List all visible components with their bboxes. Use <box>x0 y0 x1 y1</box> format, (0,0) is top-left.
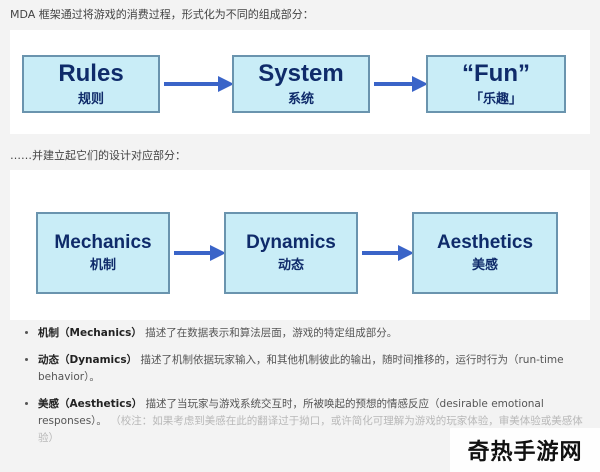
diagram-panel-top: Rules 规则 System 系统 “Fun” 「乐趣」 <box>10 30 590 134</box>
node-dynamics-label: Dynamics <box>246 232 336 253</box>
node-fun-sublabel: 「乐趣」 <box>469 91 522 107</box>
list-item-mechanics: 机制（Mechanics） 描述了在数据表示和算法层面，游戏的特定组成部分。 <box>38 325 598 342</box>
node-mechanics: Mechanics 机制 <box>36 212 170 294</box>
annotation-note: （校注：如果考虑到美感在此的翻译过于拗口，或许简化可理解为游戏的玩家体验，审美体… <box>38 415 583 444</box>
node-rules: Rules 规则 <box>22 55 160 113</box>
node-aesthetics-sublabel: 美感 <box>471 258 498 273</box>
definition-list: 机制（Mechanics） 描述了在数据表示和算法层面，游戏的特定组成部分。 动… <box>10 325 598 457</box>
node-system: System 系统 <box>232 55 370 113</box>
term-aesthetics: 美感（Aesthetics） <box>38 398 143 410</box>
definition-aesthetics: 描述了当玩家与游戏系统交互时，所被唤起的预想的情感反应（desirable em… <box>38 398 544 427</box>
node-mechanics-label: Mechanics <box>54 232 152 253</box>
diagram-panel-bottom: Mechanics 机制 Dynamics 动态 Aesthetics 美感 <box>10 170 590 320</box>
list-item-aesthetics: 美感（Aesthetics） 描述了当玩家与游戏系统交互时，所被唤起的预想的情感… <box>38 396 598 447</box>
node-aesthetics-label: Aesthetics <box>436 232 534 253</box>
arrow-mechanics-to-dynamics <box>174 245 226 261</box>
arrow-system-to-fun <box>374 76 428 92</box>
arrow-dynamics-to-aesthetics <box>362 245 414 261</box>
node-mechanics-sublabel: 机制 <box>89 258 116 273</box>
node-fun: “Fun” 「乐趣」 <box>426 55 566 113</box>
definition-mechanics: 描述了在数据表示和算法层面，游戏的特定组成部分。 <box>145 327 398 339</box>
term-dynamics: 动态（Dynamics） <box>38 354 138 366</box>
site-watermark: 奇热手游网 <box>450 428 600 472</box>
node-system-label: System <box>258 59 344 87</box>
node-dynamics-sublabel: 动态 <box>277 258 304 273</box>
node-rules-sublabel: 规则 <box>77 91 104 107</box>
term-mechanics: 机制（Mechanics） <box>38 327 142 339</box>
node-fun-label: “Fun” <box>462 59 530 87</box>
definition-dynamics: 描述了机制依据玩家输入，和其他机制彼此的输出，随时间推移的，运行时行为（run-… <box>38 354 564 383</box>
node-dynamics: Dynamics 动态 <box>224 212 358 294</box>
node-system-sublabel: 系统 <box>287 91 314 107</box>
node-rules-label: Rules <box>58 59 124 87</box>
list-item-dynamics: 动态（Dynamics） 描述了机制依据玩家输入，和其他机制彼此的输出，随时间推… <box>38 352 598 386</box>
arrow-rules-to-system <box>164 76 234 92</box>
caption-middle: ……并建立起它们的设计对应部分： <box>10 149 186 162</box>
caption-top: MDA 框架通过将游戏的消费过程，形式化为不同的组成部分： <box>10 8 314 21</box>
node-aesthetics: Aesthetics 美感 <box>412 212 558 294</box>
